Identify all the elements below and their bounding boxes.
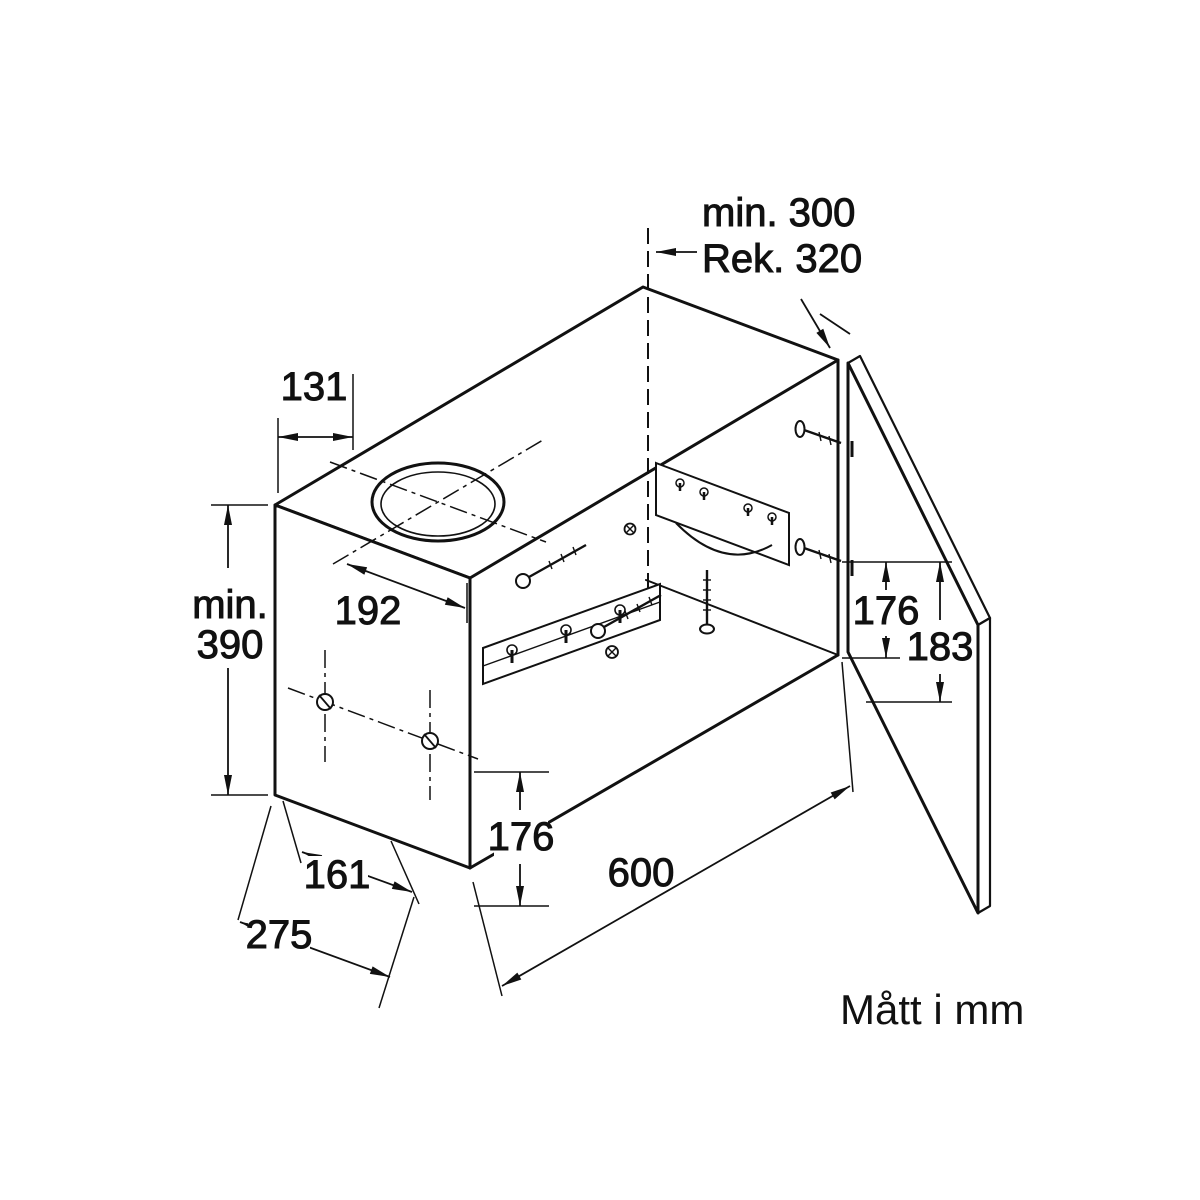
mounting-bolts: [515, 543, 715, 639]
dim-label-275: 275: [246, 913, 313, 957]
dim-label-176-bottom: 176: [488, 815, 555, 859]
door-screws: [794, 420, 842, 564]
vent-centerline-depth: [332, 439, 544, 565]
dimension-width: 600: [472, 661, 854, 997]
label-mask: [306, 856, 368, 892]
vent-hole: [329, 439, 547, 565]
dim-label-176-right: 176: [853, 589, 920, 633]
dimension-front-height: 176: [474, 771, 555, 907]
dim-label-600: 600: [608, 851, 675, 895]
dim-label-131: 131: [281, 365, 348, 409]
dim-label-390: 390: [197, 623, 264, 667]
mounting-rail: [482, 582, 661, 686]
bolt-icon: [590, 623, 606, 639]
screw-icon: [794, 538, 806, 556]
bolt-icon: [699, 623, 715, 635]
vent-centerline-width: [329, 461, 547, 543]
front-panel-screws: [287, 650, 479, 800]
door-panel: [846, 354, 992, 915]
dimension-hole-depth: 192: [334, 563, 468, 634]
dimension-top-clearance: min. 300 Rek. 320: [656, 191, 863, 349]
dimension-hole-offset: 131: [277, 365, 354, 493]
dimension-height: min. 390: [192, 504, 268, 796]
dim-label-min: min.: [192, 583, 268, 627]
dim-label-top-min: min. 300: [702, 191, 855, 235]
dim-label-192: 192: [335, 589, 402, 633]
bolt-icon: [515, 573, 531, 589]
dimension-inner-height: 176: [842, 561, 952, 659]
unit-note: Mått i mm: [840, 986, 1024, 1033]
dimension-total-depth: 275: [237, 805, 415, 1009]
label-mask: [248, 916, 310, 954]
dim-label-top-rek: Rek. 320: [702, 237, 862, 281]
mounting-bracket: [623, 461, 790, 567]
screw-icon: [794, 420, 806, 438]
dimension-panel-depth: 161: [282, 800, 420, 905]
dim-label-183: 183: [907, 625, 974, 669]
dim-label-161: 161: [304, 853, 371, 897]
cabinet-body: [273, 285, 840, 870]
dimension-outer-height: 183: [866, 562, 974, 703]
